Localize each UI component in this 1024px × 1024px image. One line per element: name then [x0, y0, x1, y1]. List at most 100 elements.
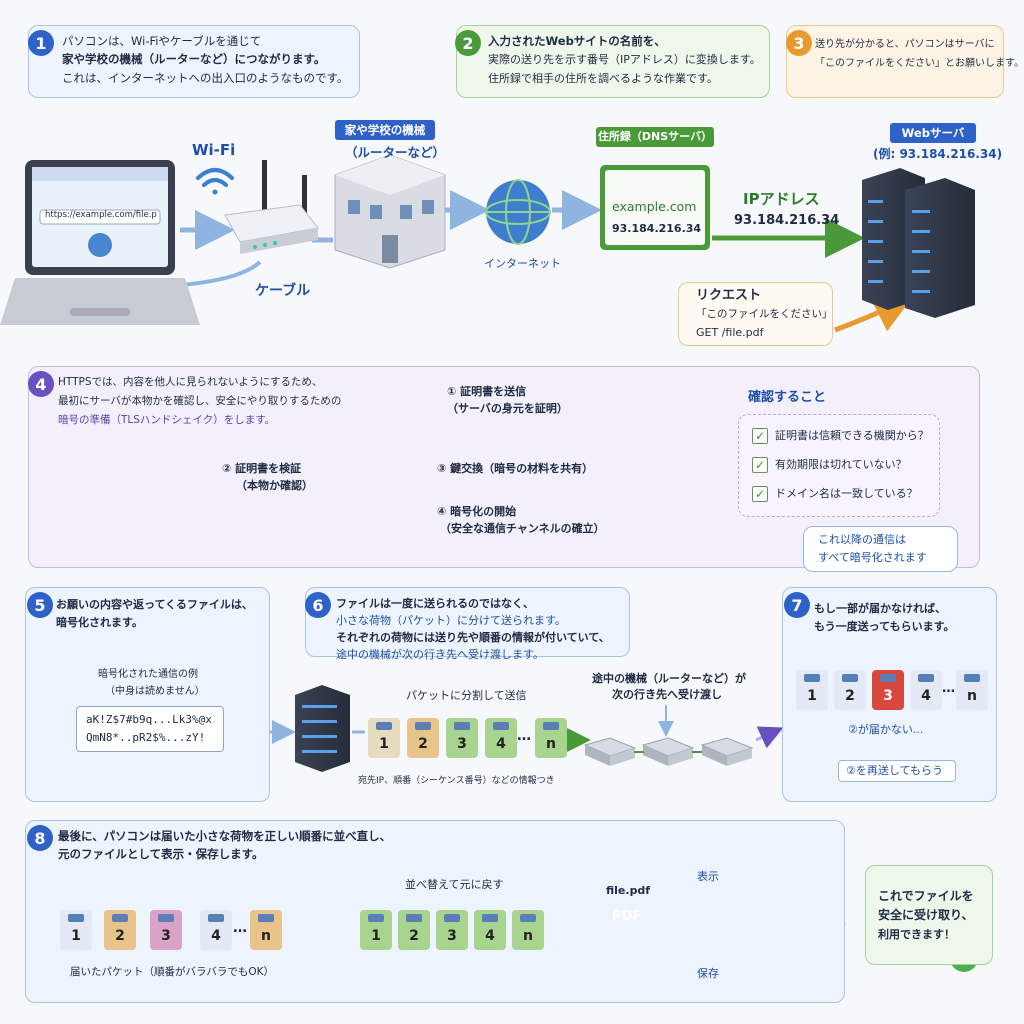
resend-box — [838, 760, 956, 782]
retry-packet-1: 1 — [796, 670, 828, 710]
tls-step4-sub: （安全な通信チャンネルの確立） — [440, 522, 605, 535]
step4-line3: 暗号の準備（TLSハンドシェイク）をします。 — [58, 414, 276, 426]
web-server-icon — [862, 168, 975, 318]
step1-line1: パソコンは、Wi-Fiやケーブルを通じて — [62, 34, 262, 48]
resend-label: ②を再送してもらう — [846, 764, 943, 777]
file-name: file.pdf — [606, 884, 651, 897]
router-label-1: 家や学校の機械 — [335, 120, 435, 140]
relay-router-3 — [700, 737, 754, 766]
step5-number: 5 — [27, 592, 53, 618]
sorted-packet-4: 4 — [474, 910, 506, 950]
step2-number: 2 — [455, 30, 481, 56]
step5-line1: お願いの内容や返ってくるファイルは、 — [56, 598, 253, 611]
lost-label: ②が届かない... — [848, 723, 924, 736]
check-list-box — [738, 414, 940, 517]
step8-line2: 元のファイルとして表示・保存します。 — [58, 847, 264, 861]
packet-meta: 宛先IP、順番（シーケンス番号）などの情報つき — [358, 776, 555, 786]
step4-line1: HTTPSでは、内容を他人に見られないようにするため、 — [58, 376, 323, 388]
cipher-line1: aK!Z$7#b9q...Lk3%@x — [86, 713, 212, 726]
relay-label-1: 途中の機械（ルーターなど）が — [592, 672, 746, 685]
step6-line1: ファイルは一度に送られるのではなく、 — [336, 597, 534, 610]
ip-value: 93.184.216.34 — [734, 213, 840, 228]
tls-step1-title: ① 証明書を送信 — [447, 385, 527, 398]
step2-line1: 入力されたWebサイトの名前を、 — [488, 34, 666, 48]
internet-label: インターネット — [484, 257, 561, 270]
packet-4: 4 — [485, 718, 517, 758]
address-book-icon — [600, 165, 710, 250]
sorted-packet-1: 1 — [360, 910, 392, 950]
split-label: パケットに分割して送信 — [406, 689, 527, 702]
cable-line — [179, 260, 262, 287]
step3-box — [786, 25, 1004, 98]
tls-step2-title: ② 証明書を検証 — [222, 462, 302, 475]
request-title: リクエスト — [696, 288, 762, 303]
building-icon — [334, 154, 446, 269]
step5-line2: 暗号化されます。 — [56, 616, 143, 629]
step8-box — [25, 820, 845, 1003]
step7-line1: もし一部が届かなければ、 — [814, 602, 946, 615]
relay-router-2 — [641, 737, 695, 766]
laptop-icon — [0, 160, 200, 325]
step3-line1: 送り先が分かると、パソコンはサーバに — [815, 39, 995, 50]
step1-box — [28, 25, 360, 98]
reorder-label: 並べ替えて元に戻す — [405, 878, 504, 891]
step1-line2: 家や学校の機械（ルーターなど）につながります。 — [62, 52, 326, 66]
request-line1: 「このファイルをください」 — [696, 308, 833, 320]
step6-line2: 小さな荷物（パケット）に分けて送られます。 — [336, 614, 566, 627]
packet-n: n — [535, 718, 567, 758]
tls-step2-sub: （本物か確認） — [236, 479, 313, 492]
tls-step4-title: ④ 暗号化の開始 — [437, 505, 517, 518]
check-item-2: 有効期限は切れていない？ — [775, 458, 907, 471]
step3-number: 3 — [786, 30, 812, 56]
router-icon — [224, 160, 319, 254]
request-line2: GET /file.pdf — [696, 326, 764, 339]
packet-2: 2 — [407, 718, 439, 758]
step2-line3: 住所録で相手の住所を調べるような作業です。 — [488, 72, 718, 85]
step6-line3: それぞれの荷物には送り先や順番の情報が付いていて、 — [336, 631, 610, 644]
received-packet-4: 4 — [200, 910, 232, 950]
example-sublabel: （中身は読めません） — [105, 686, 205, 697]
check-item-1: 証明書は信頼できる機関から？ — [775, 429, 929, 442]
done-box — [865, 865, 993, 965]
received-packet-n: n — [250, 910, 282, 950]
web-server-ip: (例: 93.184.216.34) — [873, 147, 1003, 161]
retry-packet-3: 3 — [872, 670, 904, 710]
dns-host: example.com — [612, 199, 697, 214]
step8-number: 8 — [27, 825, 53, 851]
received-label: 届いたパケット（順番がバラバラでもOK） — [70, 966, 275, 978]
sorted-packet-3: 3 — [436, 910, 468, 950]
show-label: 表示 — [697, 870, 719, 883]
packet-3: 3 — [446, 718, 478, 758]
step1-line3: これは、インターネットへの出入口のようなものです。 — [62, 71, 349, 85]
step4-line2: 最初にサーバが本物かを確認し、安全にやり取りするための — [58, 395, 342, 407]
done-line2: 安全に受け取り、 — [878, 908, 974, 922]
step6-box — [305, 587, 630, 657]
check-title: 確認すること — [748, 390, 827, 405]
router-label-2: （ルーターなど） — [345, 145, 446, 160]
retry-packet-2: 2 — [834, 670, 866, 710]
packet-ellipsis: … — [517, 728, 531, 744]
step7-line2: もう一度送ってもらいます。 — [814, 620, 955, 633]
save-label: 保存 — [697, 967, 719, 980]
web-server-label: Webサーバ — [890, 123, 976, 143]
url-bar-text: https://example.com/file.pdf — [45, 210, 157, 220]
received-packet-3: 3 — [150, 910, 182, 950]
relay-router-1 — [583, 737, 637, 766]
sorted-packet-n: n — [512, 910, 544, 950]
cipher-line2: QmN8*..pR2$%...zY! — [86, 731, 206, 744]
received-packet-1: 1 — [60, 910, 92, 950]
check-icon-1: ✓ — [752, 428, 768, 444]
tls-step1-sub: （サーバの身元を証明） — [447, 402, 568, 415]
done-line1: これでファイルを — [878, 889, 974, 903]
encrypted-note-1: これ以降の通信は — [818, 533, 906, 546]
encrypted-note-2: すべて暗号化されます — [818, 551, 927, 564]
relay-label-2: 次の行き先へ受け渡し — [612, 688, 722, 701]
step6-line4: 途中の機械が次の行き先へ受け渡します。 — [336, 648, 544, 661]
step1-number: 1 — [28, 30, 54, 56]
step8-line1: 最後に、パソコンは届いた小さな荷物を正しい順番に並べ直し、 — [58, 829, 392, 843]
retry-packet-4: 4 — [910, 670, 942, 710]
tls-step3: ③ 鍵交換（暗号の材料を共有） — [437, 462, 594, 475]
step2-box — [456, 25, 770, 98]
check-icon-3: ✓ — [752, 486, 768, 502]
server-icon-step6 — [295, 685, 350, 772]
